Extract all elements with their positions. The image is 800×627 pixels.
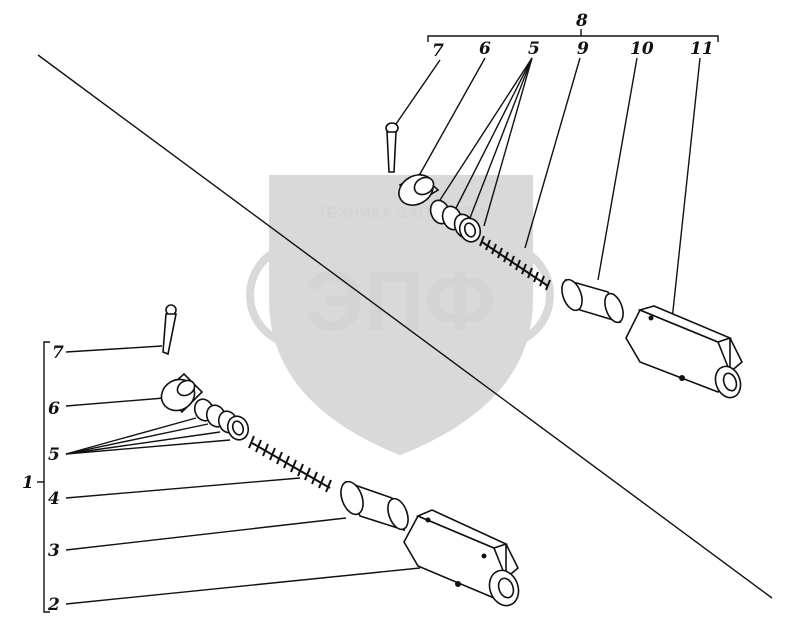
upper-spring — [479, 235, 551, 291]
label-lower-7: 7 — [52, 343, 64, 363]
leader-lower-7 — [65, 345, 163, 353]
label-8: 8 — [575, 11, 588, 31]
watermark: ТЕХНИКА ЗАПЧАСТИ ЭПФ — [246, 175, 554, 456]
label-upper-11: 11 — [690, 39, 714, 59]
label-upper-7: 7 — [432, 41, 444, 61]
leader-upper-11 — [671, 57, 701, 321]
label-upper-5: 5 — [528, 39, 540, 59]
lower-washers — [193, 398, 250, 441]
lower-plunger — [340, 480, 409, 532]
leader-lower-6 — [65, 397, 165, 407]
leader-upper-9 — [524, 57, 581, 249]
lower-assembly: 1 7 6 5 4 3 2 — [22, 304, 520, 615]
label-upper-9: 9 — [577, 39, 589, 59]
label-upper-6: 6 — [479, 39, 491, 59]
lower-body — [403, 509, 520, 607]
divider-line — [37, 54, 773, 599]
upper-cotter-pin — [385, 122, 399, 173]
leader-upper-10 — [597, 57, 638, 281]
watermark-logo-text: ЭПФ — [304, 254, 496, 348]
upper-washers — [429, 199, 482, 243]
leader-lower-3 — [65, 517, 347, 551]
upper-bushing — [398, 173, 440, 206]
leader-lower-4 — [65, 477, 301, 499]
leader-upper-6 — [419, 57, 486, 175]
lower-cotter-pin — [162, 304, 177, 356]
leader-lower-2 — [65, 567, 421, 605]
leader-upper-5a — [439, 57, 533, 201]
leader-upper-5d — [483, 57, 533, 227]
upper-plunger — [561, 278, 624, 324]
leader-lower-5d — [65, 439, 231, 455]
leader-lower-5c — [65, 431, 221, 455]
label-lower-6: 6 — [48, 399, 60, 419]
lower-spring — [248, 435, 332, 493]
group-1-bracket — [43, 341, 50, 613]
watermark-emblem — [348, 372, 452, 442]
label-1: 1 — [22, 473, 34, 493]
leader-upper-5b — [454, 57, 533, 211]
label-lower-4: 4 — [48, 489, 60, 509]
label-upper-10: 10 — [630, 39, 654, 59]
leader-lower-5b — [65, 423, 209, 455]
label-lower-2: 2 — [47, 595, 60, 615]
leader-lower-5a — [65, 417, 197, 455]
lower-bushing — [160, 372, 204, 414]
watermark-logo-frame — [246, 241, 554, 349]
leader-upper-7 — [395, 59, 441, 125]
upper-assembly: 8 7 6 5 9 10 11 — [385, 11, 743, 399]
upper-body — [625, 305, 743, 399]
leader-upper-5c — [469, 57, 533, 219]
label-lower-3: 3 — [48, 541, 60, 561]
label-lower-5: 5 — [48, 445, 60, 465]
group-8-bracket — [427, 35, 719, 42]
